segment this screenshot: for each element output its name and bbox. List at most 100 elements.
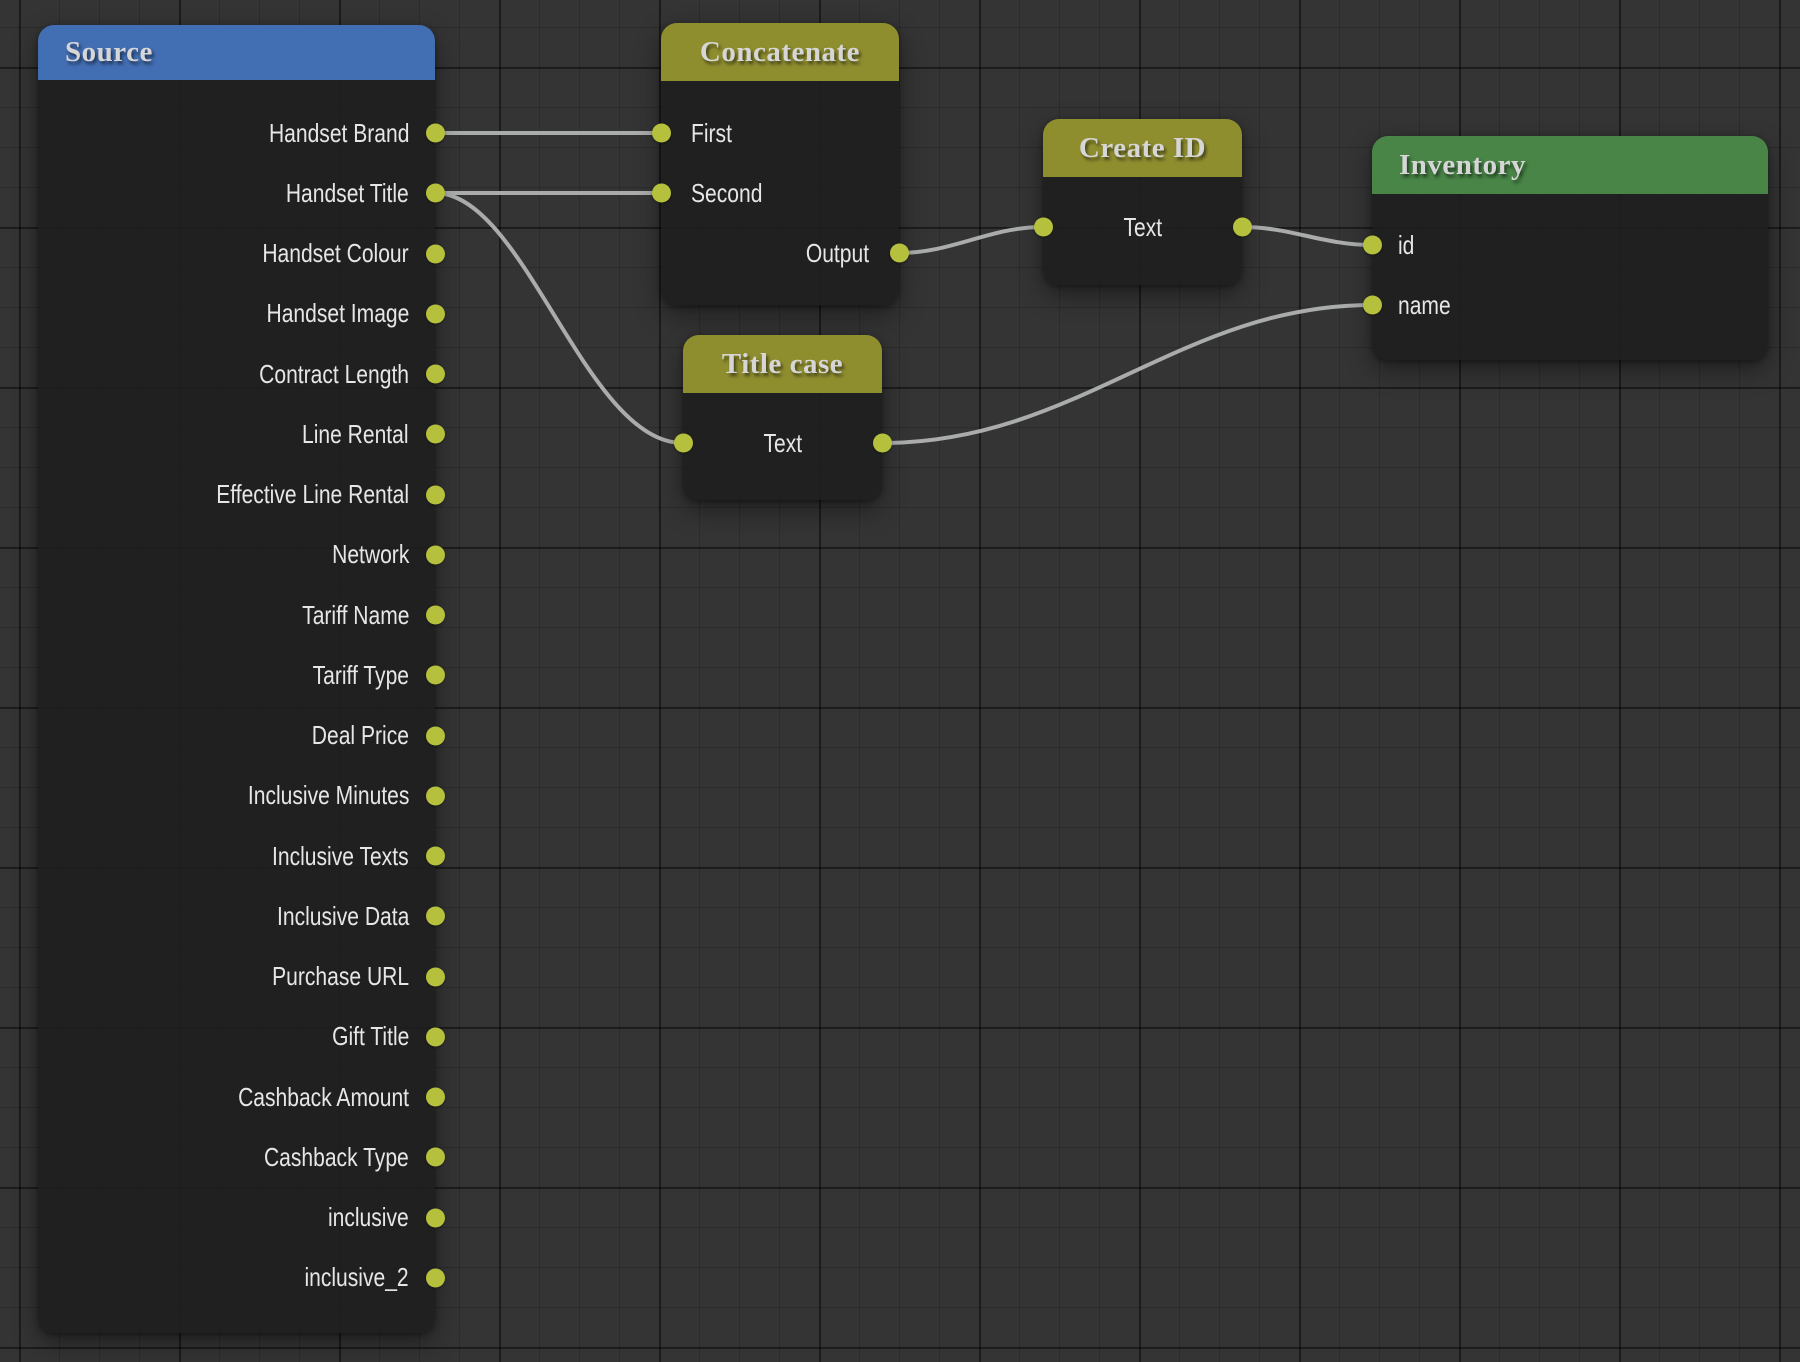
port-row-deal-price: Deal Price [38,706,445,766]
port-label: id [1398,229,1415,260]
port-label: Gift Title [331,1021,409,1052]
output-port-inclusive-2[interactable] [425,1268,445,1288]
port-row-first: First [651,103,899,163]
node-source-header[interactable]: Source [38,25,435,80]
node-create-id[interactable]: Create ID Text [1033,119,1252,285]
node-inventory-header[interactable]: Inventory [1372,136,1768,194]
node-source[interactable]: Source Handset Brand Handset Title Hands… [38,25,445,1333]
port-row-cashback-type: Cashback Type [38,1127,445,1187]
output-port-inclusive-texts[interactable] [425,846,445,866]
output-port-text[interactable] [1232,217,1252,237]
port-label: First [691,117,732,148]
output-port-handset-colour[interactable] [425,244,445,264]
node-source-title: Source [65,36,153,68]
output-port-inclusive[interactable] [425,1208,445,1228]
port-label: Tariff Name [301,599,409,630]
input-port-text[interactable] [1033,217,1053,237]
port-row-network: Network [38,525,445,585]
output-port-text[interactable] [872,433,892,453]
port-row-inclusive-data: Inclusive Data [38,886,445,946]
node-create-id-header[interactable]: Create ID [1043,119,1242,177]
port-label: name [1398,289,1451,320]
port-label: Output [805,237,869,268]
input-port-first[interactable] [651,123,671,143]
output-port-network[interactable] [425,545,445,565]
input-port-id[interactable] [1362,235,1382,255]
port-label: Text [1123,211,1162,242]
port-label: Handset Title [286,177,409,208]
node-concatenate-title: Concatenate [699,35,861,68]
output-port-purchase-url[interactable] [425,967,445,987]
port-row-cashback-amount: Cashback Amount [38,1067,445,1127]
port-label: Tariff Type [312,659,409,690]
output-port-tariff-name[interactable] [425,605,445,625]
port-row-id: id [1362,215,1768,275]
wire-output-to-create-id[interactable] [897,225,1045,255]
port-row-contract-length: Contract Length [38,344,445,404]
port-row-text: Text [673,413,892,473]
port-label: inclusive_2 [304,1262,409,1293]
node-concatenate-header[interactable]: Concatenate [661,23,899,81]
port-row-text: Text [1033,197,1252,257]
output-port-gift-title[interactable] [425,1027,445,1047]
port-label: inclusive [328,1202,409,1233]
port-label: Contract Length [259,358,409,389]
port-label: Handset Brand [268,117,409,148]
wire-handset-title-to-title-case[interactable] [433,191,685,445]
port-label: Handset Colour [262,238,409,269]
output-port-line-rental[interactable] [425,424,445,444]
output-port-handset-title[interactable] [425,183,445,203]
output-port-effective-line-rental[interactable] [425,485,445,505]
wire-title-case-to-inventory-name[interactable] [880,303,1374,445]
port-label: Inclusive Data [276,900,409,931]
wire-create-id-to-inventory-id[interactable] [1240,225,1374,247]
output-port-cashback-type[interactable] [425,1147,445,1167]
port-row-inclusive-texts: Inclusive Texts [38,826,445,886]
port-label: Cashback Amount [238,1081,409,1112]
input-port-name[interactable] [1362,295,1382,315]
port-row-handset-colour: Handset Colour [38,224,445,284]
output-port-handset-image[interactable] [425,304,445,324]
port-row-handset-image: Handset Image [38,284,445,344]
port-row-inclusive-minutes: Inclusive Minutes [38,766,445,826]
node-inventory[interactable]: Inventory id name [1362,136,1768,360]
port-label: Inclusive Minutes [247,780,409,811]
port-row-tariff-type: Tariff Type [38,645,445,705]
node-inventory-title: Inventory [1399,148,1526,181]
output-port-cashback-amount[interactable] [425,1087,445,1107]
node-create-id-title: Create ID [1078,131,1207,164]
output-port-tariff-type[interactable] [425,665,445,685]
port-row-inclusive: inclusive [38,1188,445,1248]
port-row-effective-line-rental: Effective Line Rental [38,465,445,525]
port-row-tariff-name: Tariff Name [38,585,445,645]
port-label: Handset Image [266,298,409,329]
output-port-inclusive-minutes[interactable] [425,786,445,806]
output-port-inclusive-data[interactable] [425,906,445,926]
port-label: Purchase URL [272,961,409,992]
port-row-inclusive-2: inclusive_2 [38,1248,445,1308]
port-row-second: Second [651,163,899,223]
node-concatenate[interactable]: Concatenate First Second Output [651,23,909,305]
node-title-case-title: Title case [721,347,844,380]
port-row-gift-title: Gift Title [38,1007,445,1067]
port-label: Text [763,427,802,458]
port-row-handset-brand: Handset Brand [38,103,445,163]
port-label: Effective Line Rental [216,479,409,510]
input-port-second[interactable] [651,183,671,203]
output-port-handset-brand[interactable] [425,123,445,143]
port-label: Line Rental [302,418,409,449]
port-row-name: name [1362,275,1768,335]
input-port-text[interactable] [673,433,693,453]
node-title-case-header[interactable]: Title case [683,335,882,393]
output-port-deal-price[interactable] [425,726,445,746]
output-port-contract-length[interactable] [425,364,445,384]
port-label: Network [331,539,409,570]
output-port-output[interactable] [889,243,909,263]
node-title-case[interactable]: Title case Text [673,335,892,500]
port-row-line-rental: Line Rental [38,404,445,464]
port-row-output: Output [661,223,909,283]
port-row-purchase-url: Purchase URL [38,947,445,1007]
port-label: Inclusive Texts [272,840,409,871]
